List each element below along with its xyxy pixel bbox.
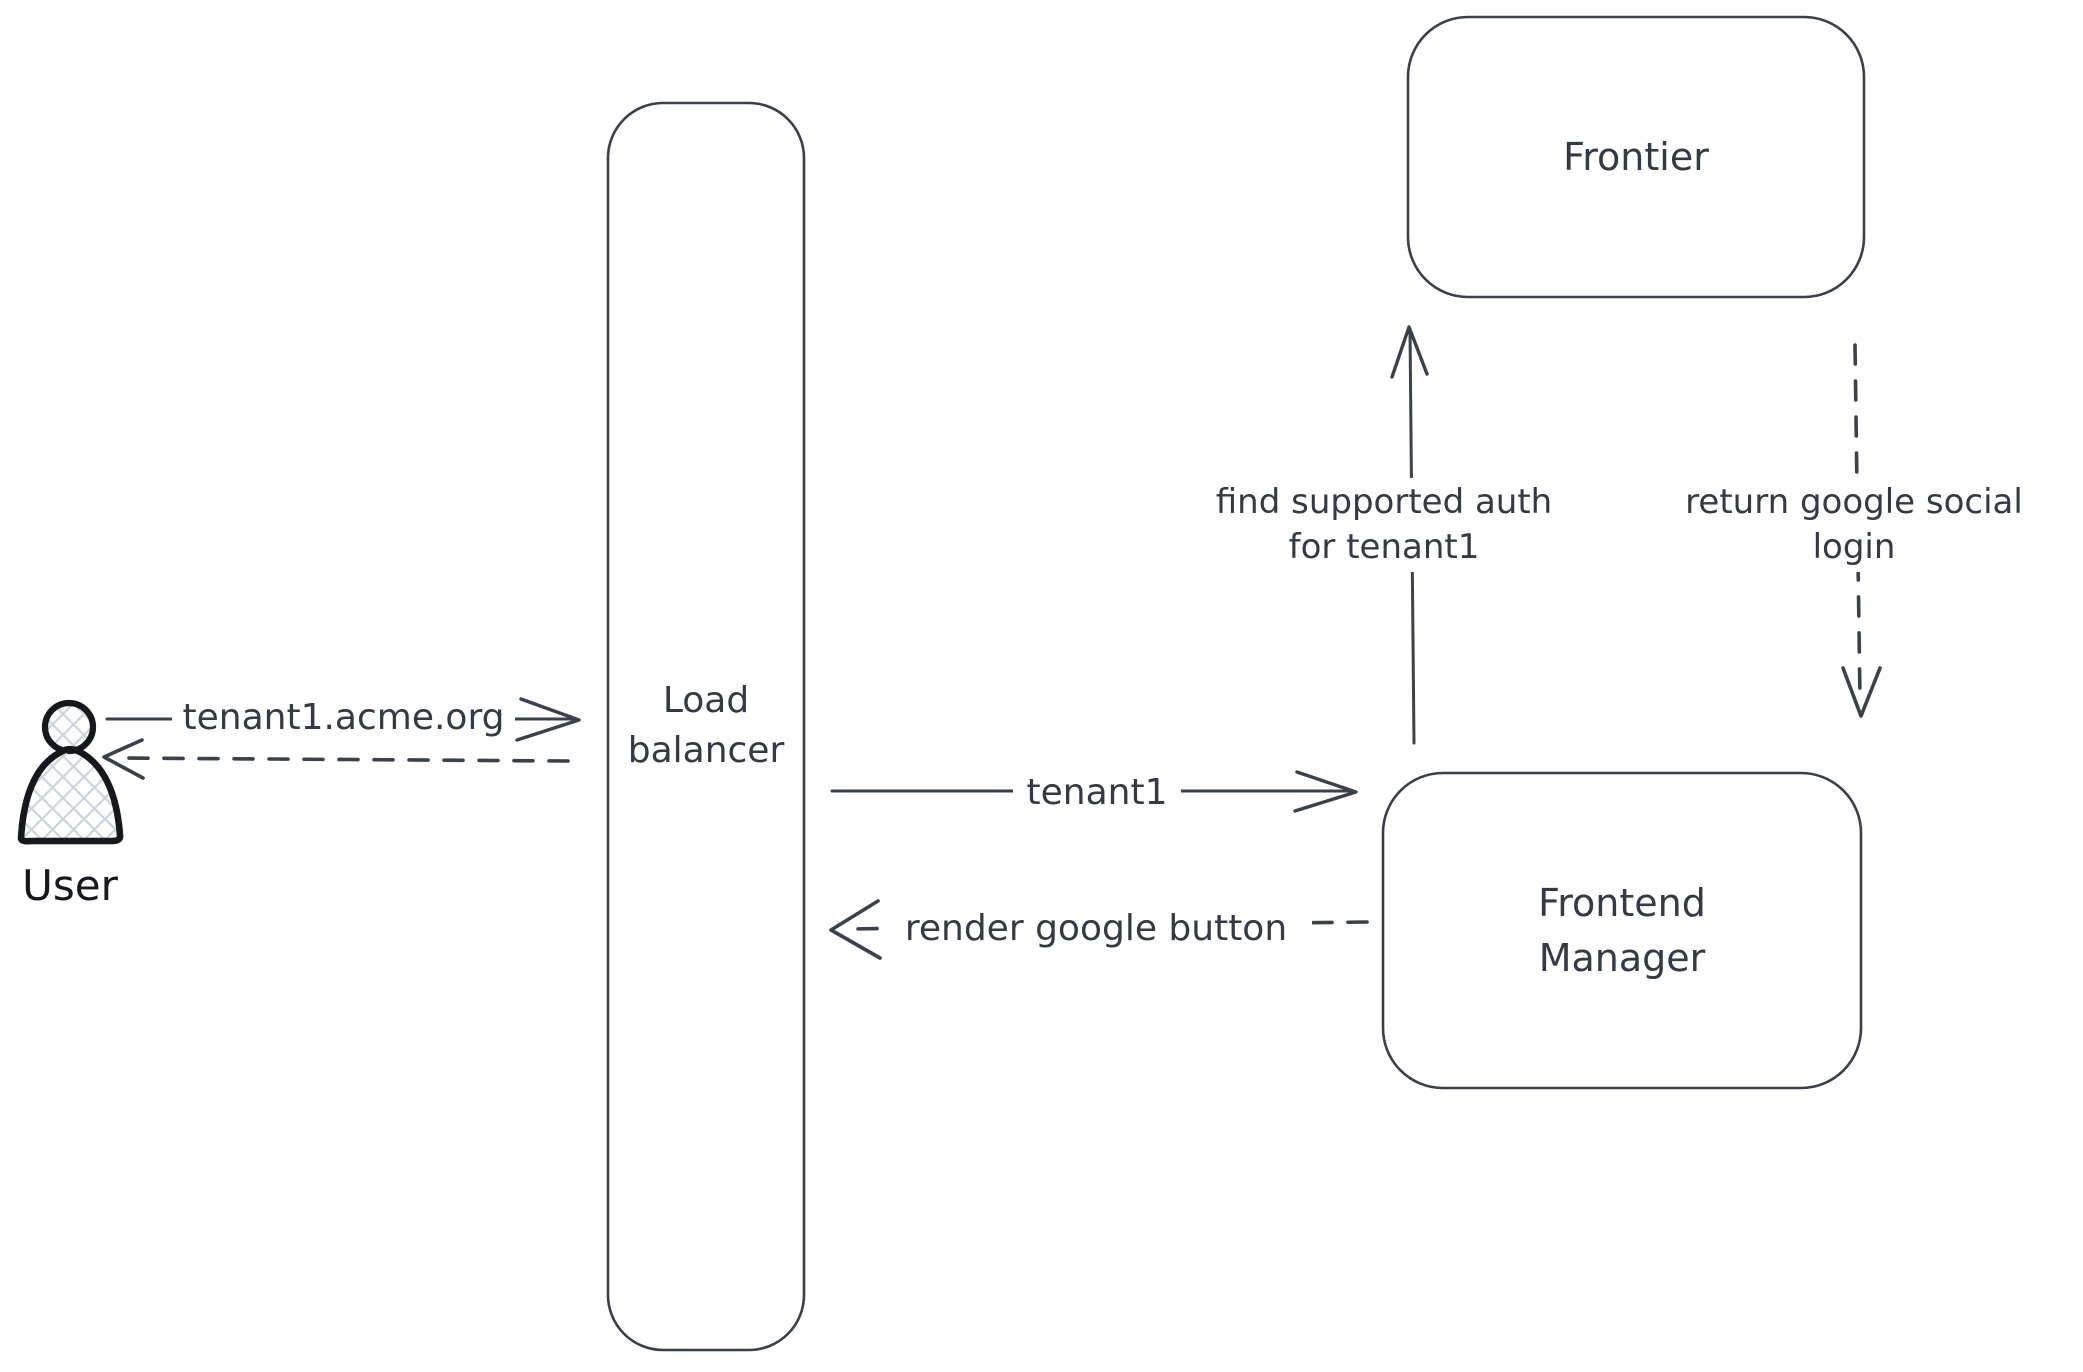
- arrow-label-return-google-social-login: return google social login: [1650, 478, 2058, 572]
- user-head: [41, 699, 97, 755]
- load-balancer-box: [606, 101, 806, 1352]
- arrow-frontier-to-frontend-manager-dashed: [1841, 343, 1882, 718]
- frontier-box: [1406, 15, 1866, 299]
- frontend-manager-box: [1381, 771, 1863, 1090]
- arrow-label-tenant1-domain: tenant1.acme.org: [172, 692, 515, 745]
- user-label: User: [22, 861, 118, 910]
- arrow-load-balancer-to-user-dashed: [102, 738, 570, 780]
- user-body: [17, 745, 124, 845]
- arrow-label-find-supported-auth: find supported auth for tenant1: [1195, 478, 1573, 572]
- frontend-manager-label: Frontend Manager: [1538, 881, 1706, 981]
- frontier-label: Frontier: [1563, 135, 1709, 179]
- arrow-label-tenant1: tenant1: [1013, 767, 1181, 820]
- load-balancer-label: Load balancer: [627, 680, 785, 772]
- arrow-label-render-google-button: render google button: [880, 903, 1312, 956]
- user-actor-icon: [17, 699, 124, 845]
